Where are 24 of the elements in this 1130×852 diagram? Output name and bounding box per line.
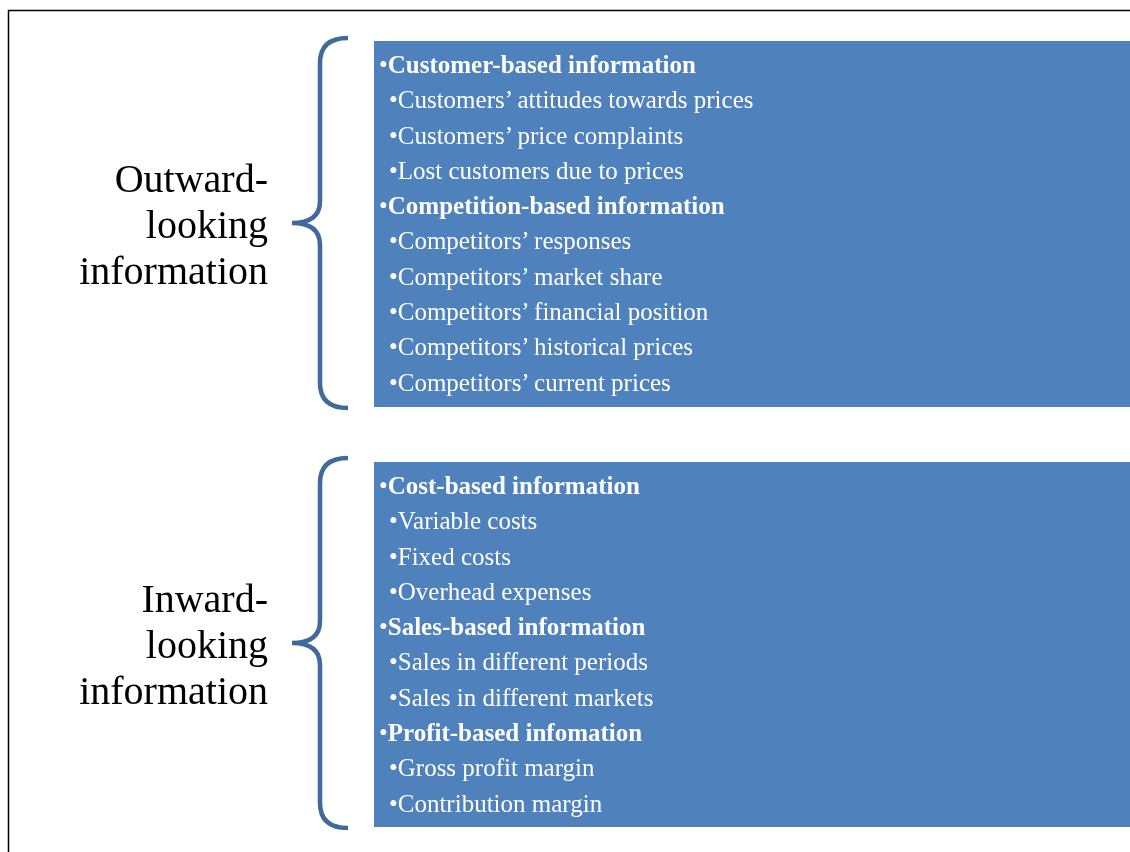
list-item: •Sales in different markets [388, 682, 655, 713]
list-item: •Fixed costs [388, 541, 512, 572]
category-heading: •Profit-based infomation [379, 718, 644, 749]
list-panel [374, 462, 1130, 827]
category-heading: •Cost-based information [379, 471, 641, 501]
list-item: •Variable costs [388, 506, 539, 537]
category-heading: •Customer-based information [379, 50, 697, 80]
list-item: •Lost customers due to prices [388, 155, 685, 186]
list-item: •Overhead expenses [388, 576, 593, 607]
list-item: •Contribution margin [388, 788, 604, 819]
category-heading: •Sales-based information [379, 612, 647, 643]
list-item: •Competitors’ current prices [388, 367, 672, 398]
list-item: •Competitors’ historical prices [388, 332, 695, 363]
list-item: •Sales in different periods [388, 647, 649, 678]
group-label: Inward-looking information [78, 576, 268, 714]
list-item: •Customers’ price complaints [388, 120, 685, 151]
category-heading: •Competition-based information [379, 191, 726, 222]
list-item: •Competitors’ financial position [388, 297, 710, 328]
list-panel [374, 41, 1130, 407]
list-item: •Competitors’ responses [388, 226, 633, 257]
list-item: •Gross profit margin [388, 753, 596, 784]
group-label: Outward-looking information [78, 156, 268, 294]
list-item: •Customers’ attitudes towards prices [388, 85, 755, 116]
list-item: •Competitors’ market share [388, 261, 664, 292]
